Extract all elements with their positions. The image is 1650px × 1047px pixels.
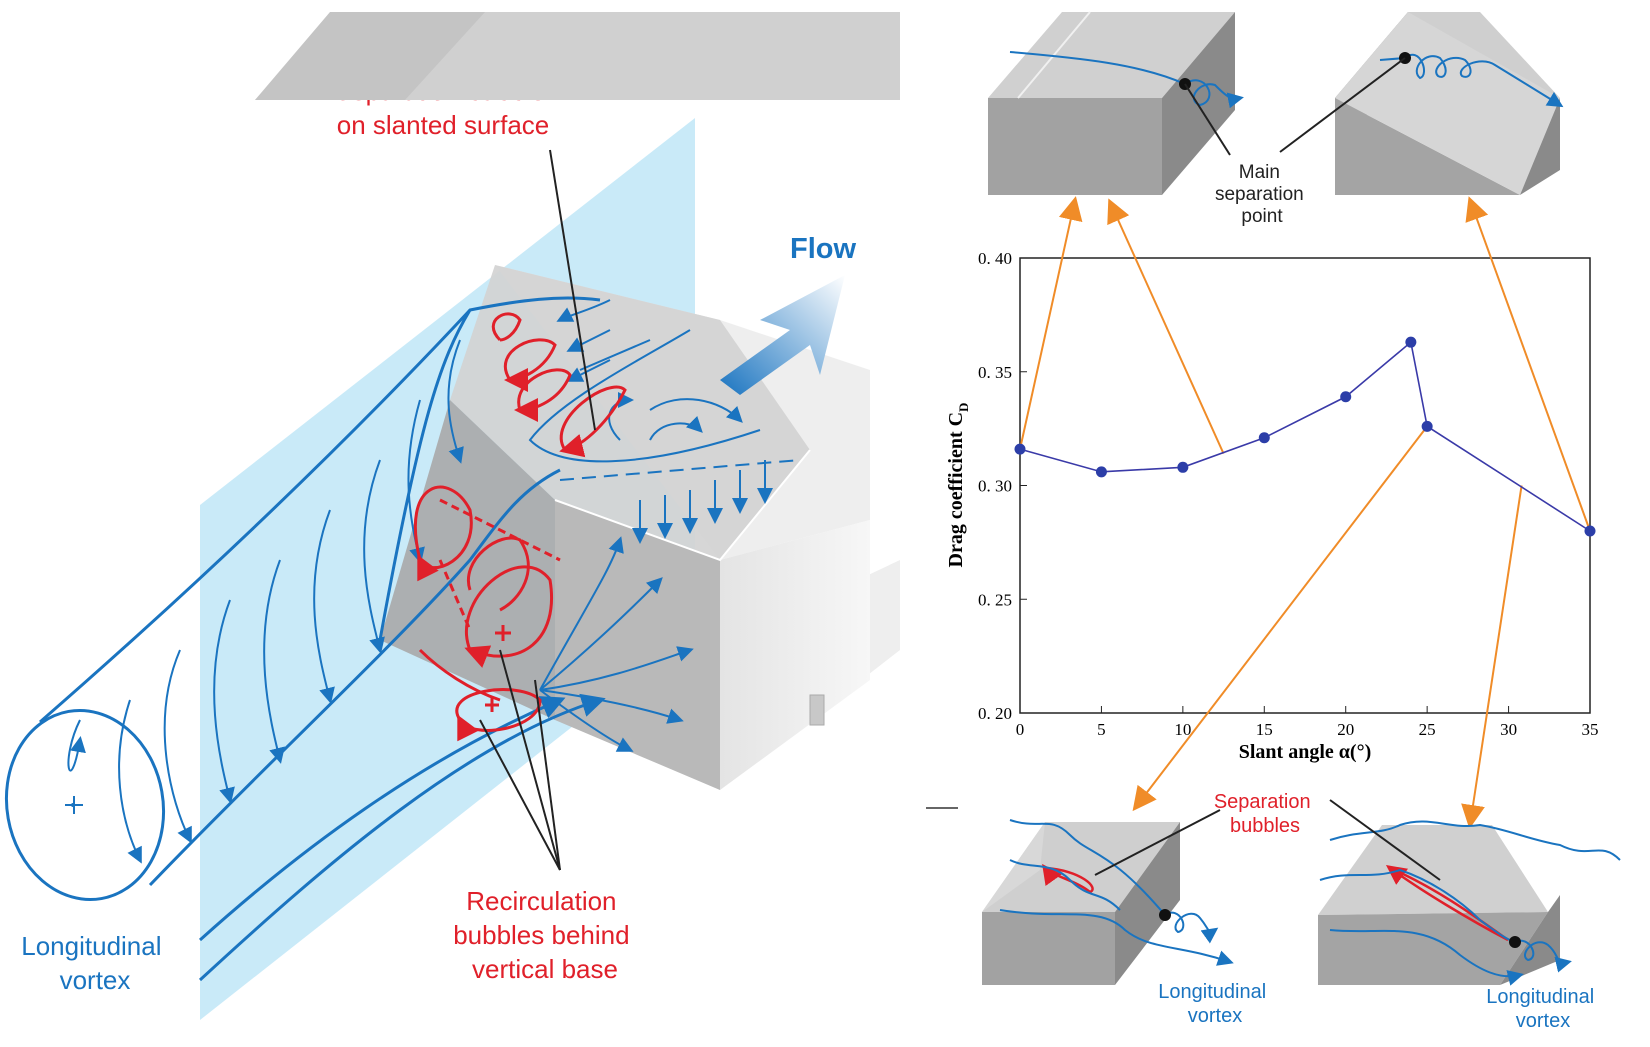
- orange-arrow: [1107, 198, 1225, 455]
- x-tick-label: 0: [1016, 720, 1025, 739]
- sketch-top-right-alpha35: [1335, 12, 1564, 195]
- orange-arrow: [1019, 196, 1083, 450]
- data-point: [1340, 391, 1352, 403]
- longitudinal-vortex-label-b: Longitudinal vortex: [1486, 986, 1599, 1032]
- flow-arrow: [720, 275, 845, 395]
- separation-bubbles-left: [413, 312, 627, 742]
- base-streamlines: [539, 536, 694, 752]
- data-point: [1177, 461, 1189, 473]
- series-line: [1019, 340, 1591, 532]
- x-tick-label: 35: [1582, 720, 1599, 739]
- y-axis-subscript: D: [956, 403, 971, 412]
- x-axis-label: Slant angle α(°): [1239, 741, 1372, 763]
- x-tick-label: 10: [1174, 720, 1191, 739]
- bluff-body: [380, 265, 870, 790]
- drag-chart: 0. 20 0. 25 0. 30 0. 35 0. 40 0 5 10 15 20 25 30 35…: [926, 196, 1599, 829]
- recirculation-label: Recirculation bubbles behind vertical ba…: [453, 886, 637, 984]
- y-axis-label: Drag coefficient CD: [945, 403, 971, 568]
- orange-arrow: [1465, 196, 1591, 532]
- data-point: [1095, 466, 1107, 478]
- y-tick-label: 0. 30: [978, 477, 1012, 496]
- main-separation-label: Main separation point: [1215, 162, 1309, 227]
- series-markers: [1014, 336, 1596, 537]
- data-point: [1584, 525, 1596, 537]
- x-tick-label: 15: [1256, 720, 1273, 739]
- data-point: [1421, 420, 1433, 432]
- x-ticks: 0 5 10 15 20 25 30 35: [1016, 706, 1599, 739]
- orange-arrows: [1019, 196, 1591, 829]
- body-sketch-0deg: [255, 12, 485, 100]
- y-tick-label: 0. 40: [978, 249, 1012, 268]
- sketch-bottom-left-alpha25: [982, 819, 1234, 985]
- longitudinal-vortex-label-a: Longitudinal vortex: [1158, 981, 1271, 1027]
- flow-label: Flow: [790, 233, 856, 265]
- orange-arrow: [1461, 485, 1523, 829]
- y-tick-label: 0. 25: [978, 590, 1012, 609]
- orange-arrow: [1132, 425, 1428, 812]
- data-point: [1014, 443, 1026, 455]
- x-tick-label: 30: [1500, 720, 1517, 739]
- y-tick-label: 0. 35: [978, 363, 1012, 382]
- main-sep-leaders: [1184, 57, 1406, 156]
- x-tick-label: 25: [1419, 720, 1436, 739]
- x-tick-label: 20: [1337, 720, 1354, 739]
- vortex-streamlines: [65, 339, 464, 864]
- separation-bubbles-label: Separation bubbles: [1214, 791, 1316, 837]
- sep-bubble-leaders: [1094, 799, 1441, 881]
- longitudinal-vortex-label: Longitudinal vortex: [21, 931, 168, 995]
- y-tick-label: 0. 20: [978, 704, 1012, 723]
- x-tick-label: 5: [1097, 720, 1106, 739]
- y-ticks: 0. 20 0. 25 0. 30 0. 35 0. 40: [978, 249, 1027, 723]
- data-point: [1258, 432, 1270, 444]
- data-point: [1405, 336, 1417, 348]
- left-leader-lines: [479, 149, 596, 871]
- sketch-bottom-right-alpha35: [1318, 820, 1621, 986]
